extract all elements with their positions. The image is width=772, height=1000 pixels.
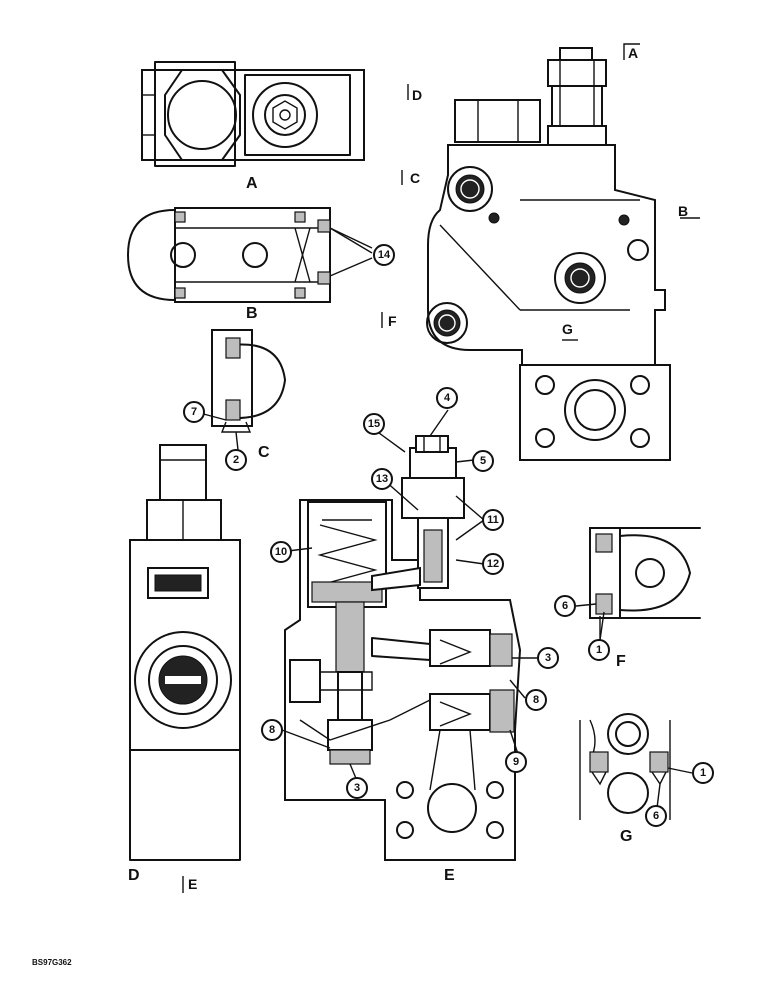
section-mark-e: E (188, 876, 197, 892)
callout-3-bottom: 3 (346, 777, 368, 799)
svg-text:13: 13 (376, 473, 388, 485)
svg-text:6: 6 (653, 810, 659, 822)
svg-text:5: 5 (480, 455, 486, 467)
view-f-drawing (589, 527, 701, 641)
section-mark-g: G (562, 321, 573, 337)
view-label-d: D (128, 867, 140, 884)
section-mark-a: A (628, 45, 638, 61)
callout-13: 13 (371, 468, 393, 490)
figure-code: BS97G362 (32, 958, 72, 967)
view-e-drawing (284, 435, 522, 861)
callout-1-g: 1 (692, 762, 714, 784)
callout-4: 4 (436, 387, 458, 409)
callout-7: 7 (183, 401, 205, 423)
view-d-drawing (129, 444, 241, 861)
section-mark-f: F (388, 313, 397, 329)
callout-15: 15 (363, 413, 385, 435)
view-label-c: C (258, 444, 270, 461)
svg-text:12: 12 (487, 558, 499, 570)
view-b-drawing (127, 207, 373, 303)
section-mark-c: C (410, 170, 420, 186)
svg-text:3: 3 (354, 782, 360, 794)
callout-3-right: 3 (537, 647, 559, 669)
view-label-a: A (246, 175, 258, 192)
svg-text:9: 9 (513, 756, 519, 768)
main-valve-body (426, 47, 671, 461)
svg-text:4: 4 (444, 392, 451, 404)
svg-text:11: 11 (487, 514, 499, 526)
view-c-drawing (211, 329, 286, 433)
svg-text:3: 3 (545, 652, 551, 664)
svg-text:7: 7 (191, 406, 197, 418)
view-label-e: E (444, 867, 455, 884)
callout-6-f: 6 (554, 595, 576, 617)
callout-8-right: 8 (525, 689, 547, 711)
view-label-f: F (616, 653, 626, 670)
callout-5: 5 (472, 450, 494, 472)
section-marks: A D C B F G E (182, 43, 700, 893)
svg-text:6: 6 (562, 600, 568, 612)
callout-6-g: 6 (645, 805, 667, 827)
view-label-g: G (620, 828, 632, 845)
callout-14: 14 (373, 244, 395, 266)
section-mark-d: D (412, 87, 422, 103)
svg-text:8: 8 (533, 694, 539, 706)
view-g-drawing (579, 713, 671, 820)
callout-9: 9 (505, 751, 527, 773)
callout-1-f: 1 (588, 639, 610, 661)
callout-8-left: 8 (261, 719, 283, 741)
svg-text:14: 14 (378, 249, 391, 261)
callout-2: 2 (225, 449, 247, 471)
callout-10: 10 (270, 541, 292, 563)
svg-text:8: 8 (269, 724, 275, 736)
svg-text:1: 1 (700, 767, 706, 779)
callout-12: 12 (482, 553, 504, 575)
callout-11: 11 (482, 509, 504, 531)
svg-text:1: 1 (596, 644, 602, 656)
svg-text:10: 10 (275, 546, 287, 558)
svg-text:15: 15 (368, 418, 380, 430)
view-label-b: B (246, 305, 258, 322)
section-mark-b: B (678, 203, 688, 219)
view-a-drawing (141, 61, 365, 167)
svg-text:2: 2 (233, 454, 239, 466)
